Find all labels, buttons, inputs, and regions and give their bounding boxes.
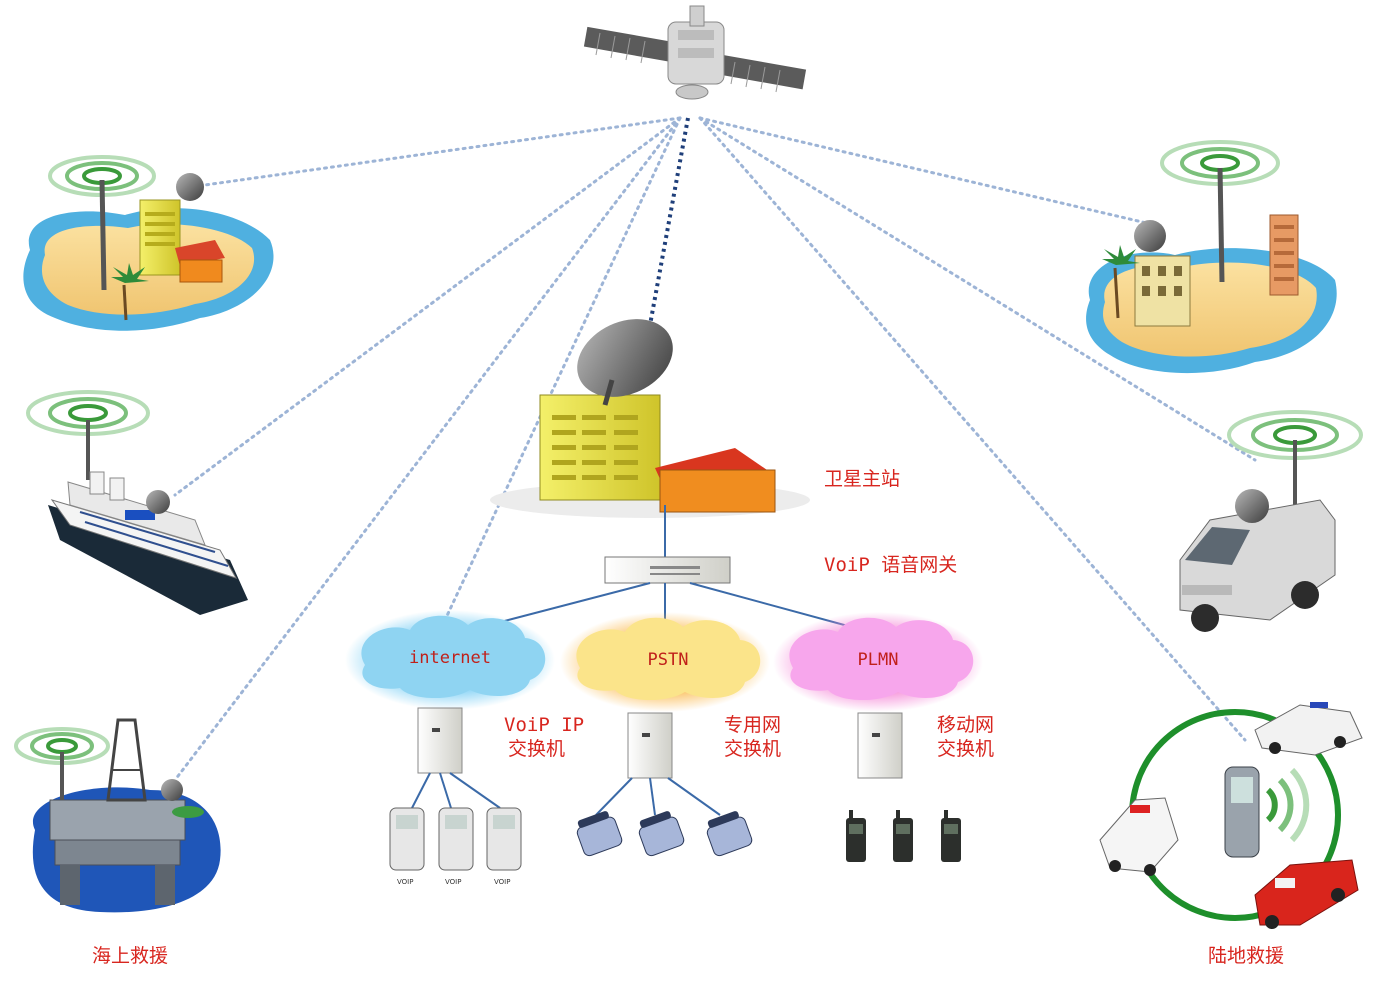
satellite-icon (583, 5, 807, 100)
voip-gateway-icon (604, 505, 731, 584)
master-station-icon (490, 319, 810, 518)
radio-wave-icon (1265, 767, 1310, 843)
oil-platform-icon (14, 718, 221, 913)
mobile-phone-icon (893, 810, 913, 862)
island-right (1086, 140, 1337, 374)
desk-phone-icon (576, 811, 623, 857)
label-voip-ip-switch: VoiP IP 交换机 (504, 714, 584, 762)
voip-phone-icon: VOIP (389, 807, 425, 886)
land-rescue-group (1099, 702, 1363, 929)
cloud-label-plmn: PLMN (857, 650, 899, 670)
label-voip-gateway: VoiP 语音网关 (824, 554, 958, 576)
police-car-icon (1254, 702, 1363, 756)
cloud-label-internet: internet (409, 648, 491, 668)
satellite-van-icon (1179, 410, 1363, 632)
link-island-right (698, 116, 1157, 227)
ambulance-icon (1099, 797, 1179, 876)
voip-ip-switch-icon (417, 707, 463, 774)
desk-phone-icon (706, 811, 753, 857)
mobile-network-switch-icon (857, 712, 903, 779)
palm-tree-icon (1102, 245, 1140, 319)
label-mobile-switch: 移动网 交换机 (937, 714, 994, 762)
label-private-switch: 专用网 交换机 (724, 714, 781, 762)
label-voip-ip-switch-line1: VoiP IP (504, 714, 585, 736)
island-left (23, 155, 274, 331)
cloud-label-pstn: PSTN (647, 650, 689, 670)
desk-phones (576, 811, 753, 857)
satellite-dish-icon (577, 319, 673, 406)
voip-phone-icon: VOIP (486, 807, 522, 886)
trunk-link-master-station (648, 117, 690, 326)
label-mobile-switch-line1: 移动网 (937, 714, 995, 736)
link-ship (173, 116, 682, 497)
cloud-pstn (560, 612, 770, 712)
voip-phone-tag: VOIP (494, 878, 510, 886)
cloud-plmn (773, 612, 983, 712)
voip-phones: VOIP VOIP VOIP (389, 807, 522, 886)
label-private-switch-line1: 专用网 (724, 714, 782, 736)
mobile-phone-icon (846, 810, 866, 862)
mobile-phones (846, 810, 961, 862)
link-internet (443, 116, 682, 622)
mobile-phone-icon (941, 810, 961, 862)
link-island-left (203, 116, 682, 187)
link-land-rescue (698, 116, 1247, 742)
label-master-station: 卫星主站 (824, 468, 901, 490)
label-land-rescue: 陆地救援 (1208, 945, 1285, 967)
satellite-links (173, 116, 1257, 782)
voip-phone-tag: VOIP (397, 878, 413, 886)
voip-phone-tag: VOIP (445, 878, 461, 886)
desk-phone-icon (638, 811, 685, 857)
label-sea-rescue: 海上救援 (92, 945, 169, 967)
label-voip-ip-switch-line2: 交换机 (508, 737, 566, 760)
link-oil-platform (173, 116, 682, 782)
voip-phone-icon: VOIP (438, 807, 474, 886)
cruise-ship-icon (26, 390, 248, 615)
private-network-switch-icon (627, 712, 673, 779)
terminal-links (411, 772, 721, 816)
cloud-internet (345, 610, 555, 710)
fire-truck-icon (1254, 859, 1359, 929)
mobile-phone-icon (1224, 766, 1260, 858)
label-mobile-switch-line2: 交换机 (937, 737, 995, 760)
label-private-switch-line2: 交换机 (724, 737, 782, 760)
palm-tree-icon (111, 263, 149, 321)
